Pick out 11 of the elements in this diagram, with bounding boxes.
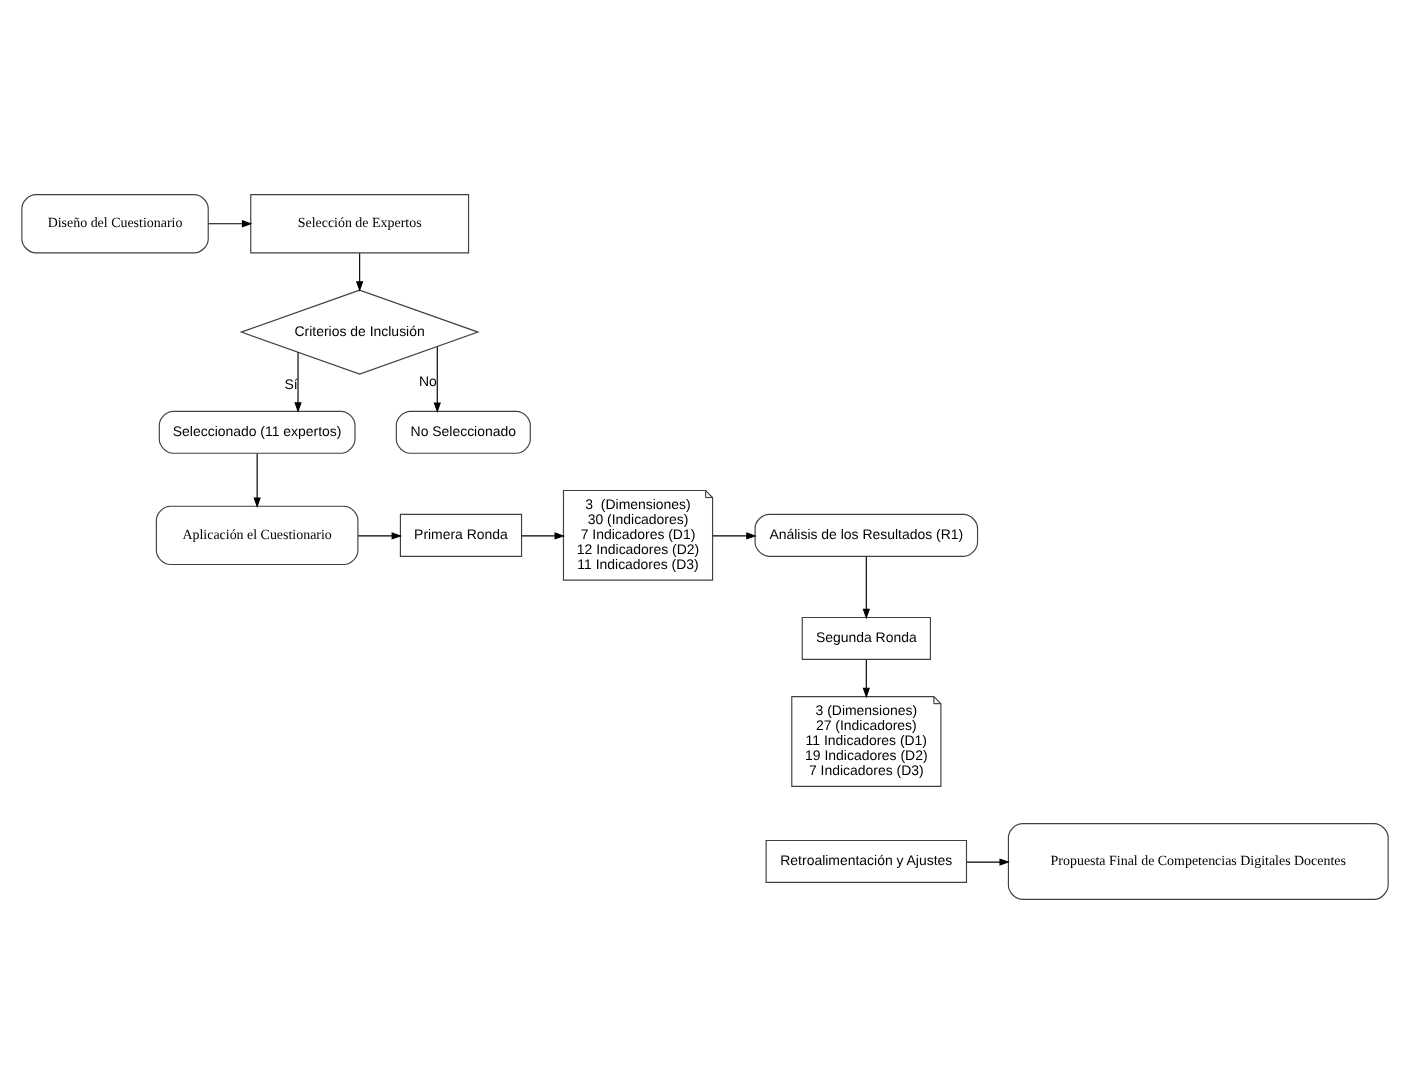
arrow [357,531,403,539]
arrow [521,531,565,539]
arrow [862,658,870,698]
arrow [294,350,302,412]
arrow [253,452,261,507]
arrow [862,555,870,619]
arrow [966,857,1010,865]
arrow [433,345,441,412]
arrow [355,251,364,291]
arrow [712,531,757,539]
arrow [208,219,253,227]
